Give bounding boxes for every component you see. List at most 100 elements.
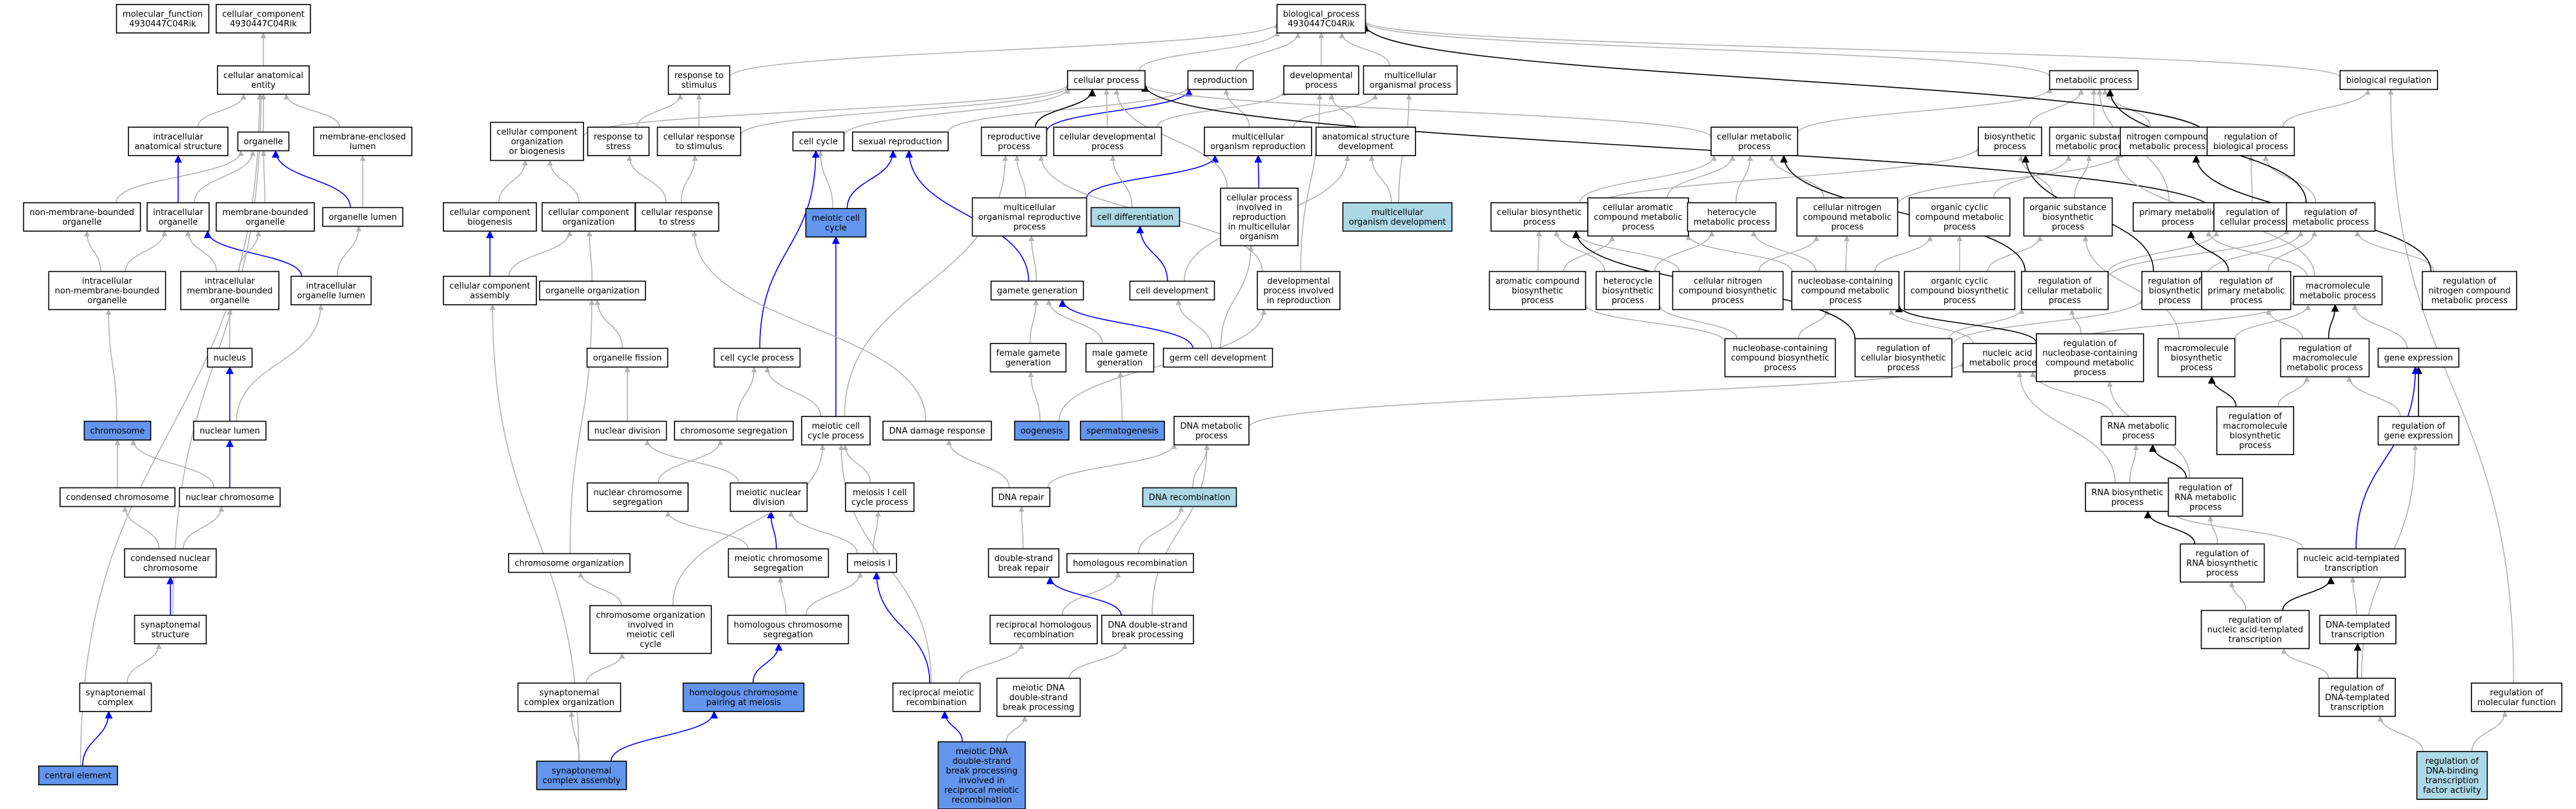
term-node-nchrom[interactable]: nuclear chromosome	[179, 487, 281, 507]
term-node-dnadr[interactable]: DNA damage response	[882, 420, 992, 441]
term-node-nlumen[interactable]: nuclear lumen	[193, 420, 267, 441]
term-node-nucdiv[interactable]: nuclear division	[587, 420, 667, 441]
term-node-orgfission[interactable]: organelle fission	[586, 347, 669, 368]
term-node-metab[interactable]: metabolic process	[2049, 70, 2139, 90]
term-node-cchrom[interactable]: condensed chromosome	[59, 487, 176, 507]
term-node-chromosome[interactable]: chromosome	[83, 420, 152, 441]
term-node-cellproc[interactable]: cellular process	[1067, 70, 1146, 90]
term-node-meiosis1[interactable]: meiosis I	[847, 553, 897, 573]
term-node-chromseg[interactable]: chromosome segregation	[674, 420, 794, 441]
term-node-olumen[interactable]: organelle lumen	[322, 207, 403, 227]
term-node-gametegen[interactable]: gamete generation	[990, 280, 1084, 301]
term-node-bioreg[interactable]: biological regulation	[2339, 70, 2439, 90]
term-node-geneexpr[interactable]: gene expression	[2377, 347, 2460, 368]
term-node-celldev[interactable]: cell development	[1129, 280, 1215, 301]
term-node-sexrep[interactable]: sexual reproduction	[852, 131, 949, 152]
term-node-dnarepair[interactable]: DNA repair	[991, 487, 1051, 507]
term-node-regnccmp[interactable]: regulation ofnucleobase-containingcompou…	[2036, 333, 2144, 382]
term-node-nucleus[interactable]: nucleus	[207, 347, 253, 368]
term-node-chromorg[interactable]: chromosome organization	[508, 553, 631, 573]
term-node-regmacrobp[interactable]: regulation ofmacromoleculebiosyntheticpr…	[2216, 406, 2295, 455]
term-node-cellcycle[interactable]: cell cycle	[792, 131, 845, 152]
term-node-gcd[interactable]: germ cell development	[1162, 347, 1273, 368]
term-node-spermato[interactable]: spermatogenesis	[1080, 420, 1165, 441]
term-node-homrec[interactable]: homologous recombination	[1066, 553, 1194, 573]
term-node-centralel[interactable]: central element	[38, 765, 118, 786]
term-node-regdbtfa[interactable]: regulation ofDNA-bindingtranscriptionfac…	[2416, 751, 2488, 800]
term-node-orgorg[interactable]: organelle organization	[539, 280, 646, 301]
term-node-organelle[interactable]: organelle	[237, 131, 290, 152]
term-node-celldiff[interactable]: cell differentiation	[1090, 207, 1181, 227]
